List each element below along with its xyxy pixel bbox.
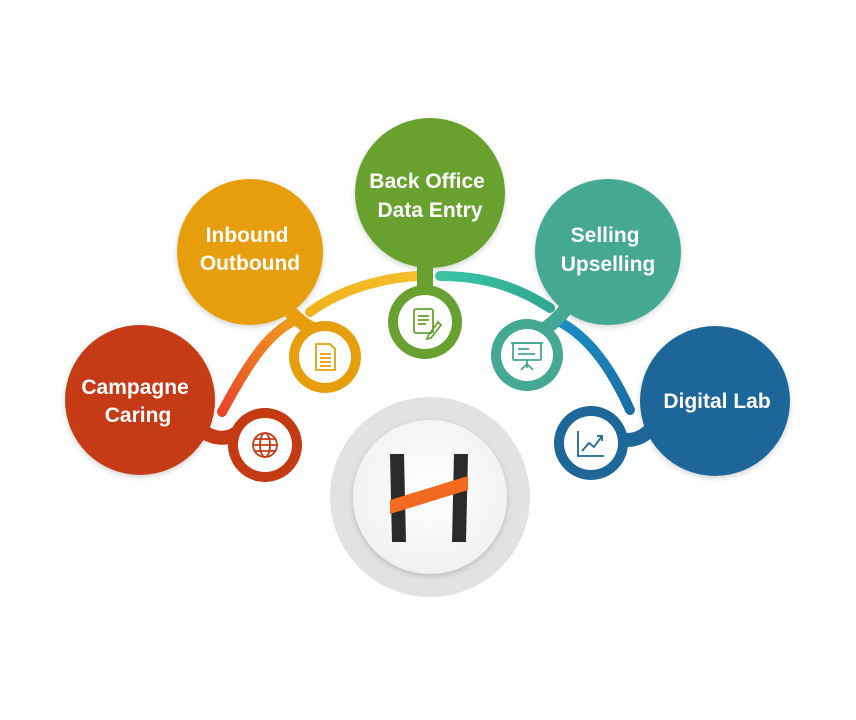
svg-text:Back Office Data Entry: Back Office Data Entry <box>369 170 490 222</box>
arc-campaign-inbound <box>217 313 305 417</box>
growth-chart-icon <box>577 431 604 457</box>
connector-arcs <box>217 271 635 417</box>
node-backoffice-bubble <box>355 118 505 268</box>
svg-text:Campagne Caring: Campagne Caring <box>81 376 194 427</box>
node-inbound-line1: Inbound <box>206 224 289 247</box>
document-icon <box>315 343 336 371</box>
node-campaign: Campagne Caring <box>65 325 302 482</box>
node-backoffice: Back Office Data Entry <box>355 118 505 359</box>
node-backoffice-line1: Back Office <box>369 170 485 193</box>
h-logo-icon <box>390 454 468 542</box>
arc-selling-digital <box>555 317 635 415</box>
node-campaign-bubble <box>65 325 215 475</box>
node-inbound: Inbound Outbound <box>177 179 361 393</box>
edit-document-icon <box>413 308 443 341</box>
node-campaign-line2: Caring <box>105 404 172 427</box>
globe-icon <box>252 432 278 458</box>
node-backoffice-line2: Data Entry <box>377 199 482 222</box>
node-selling-line2: Upselling <box>561 253 656 276</box>
node-digital-bubble <box>640 326 790 476</box>
center-hub <box>330 397 530 597</box>
svg-text:Digital Lab: Digital Lab <box>663 390 770 413</box>
node-digital-line1: Digital Lab <box>663 390 770 413</box>
presentation-board-icon <box>511 342 543 371</box>
node-campaign-line1: Campagne <box>81 376 188 399</box>
arc-backoffice-selling <box>435 271 555 313</box>
node-digital: Digital Lab <box>554 326 790 480</box>
node-inbound-bubble <box>177 179 323 325</box>
svg-text:Inbound Outbound: Inbound Outbound <box>200 224 300 275</box>
node-selling: Selling Upselling <box>491 179 681 391</box>
arc-inbound-backoffice <box>305 271 423 317</box>
node-selling-bubble <box>535 179 681 325</box>
node-selling-line1: Selling <box>571 224 640 247</box>
svg-text:Selling Upselling: Selling Upselling <box>561 224 656 276</box>
node-inbound-line2: Outbound <box>200 252 300 275</box>
